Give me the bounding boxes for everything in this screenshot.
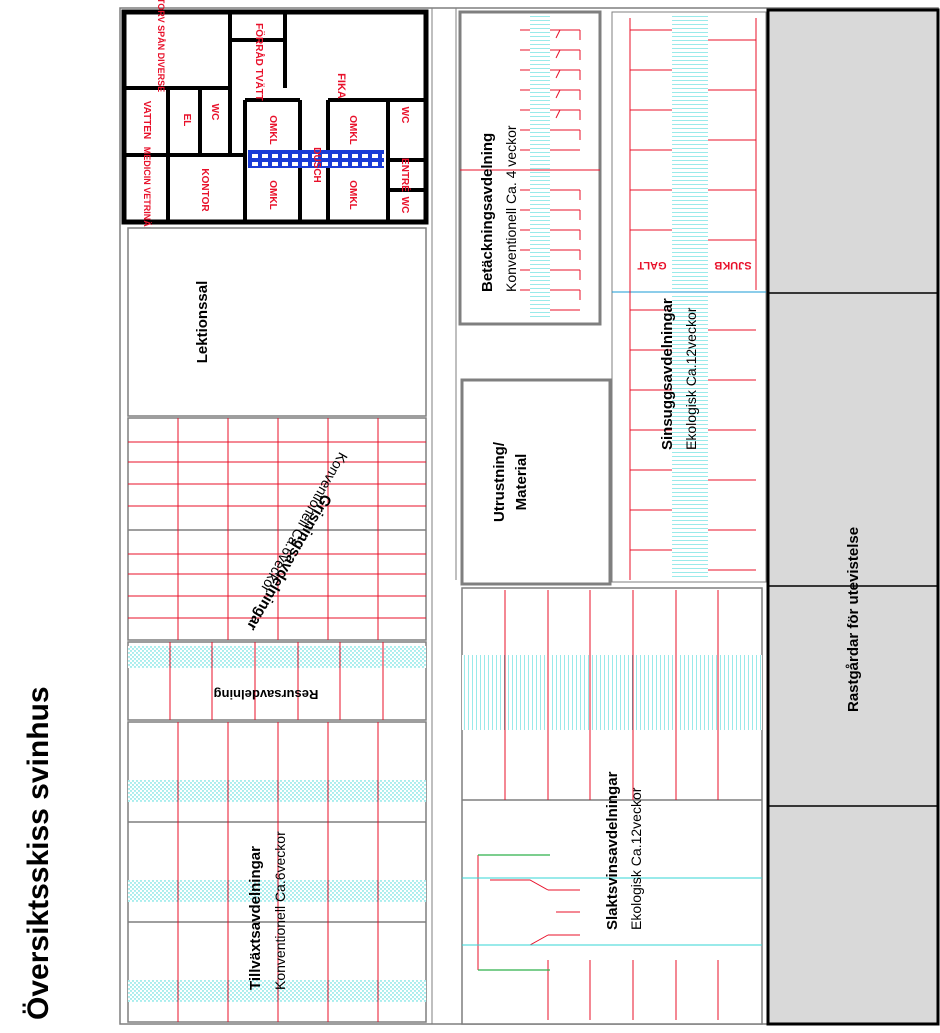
room-entre: ENTRÉ: [399, 158, 412, 192]
room-omkl-1: OMKL: [267, 115, 278, 144]
resurs-pens: [127, 641, 427, 721]
label-resurs: Resursavdelning: [214, 687, 319, 702]
label-tillvaxt-sub: Konventionell Ca.6veckor: [272, 831, 288, 990]
grisning-pens: [127, 417, 427, 641]
betackning-pens: [458, 10, 602, 326]
label-lektionssal: Lektionssal: [194, 281, 211, 364]
label-slakt-sub: Ekologisk Ca.12veckor: [628, 787, 644, 930]
room-wc-3: WC: [399, 197, 410, 214]
label-sinsugg-title: Sinsuggsavdelningar: [659, 298, 676, 450]
page-title: Översiktsskiss svinhus: [22, 686, 55, 1020]
room-kontor: KONTOR: [199, 168, 210, 212]
room-vatten: VATTEN: [141, 101, 152, 140]
label-sinsugg-sub: Ekologisk Ca.12veckor: [683, 307, 699, 450]
label-betackning-sub: Konventionell Ca. 4 veckor: [503, 125, 519, 292]
rastgard-yards: [766, 8, 940, 1026]
room-fika: FIKA: [335, 73, 347, 99]
room-el: EL: [181, 114, 192, 127]
staff-area: TORV SPÅN DIVERSE TORV SPÅN DIVERSE FÖRR…: [0, 0, 429, 234]
label-sjukb: SJUKB: [714, 259, 751, 271]
label-slakt-title: Slaktsvinsavdelningar: [604, 771, 621, 930]
slakt-pens: [461, 587, 763, 1025]
label-utrustning-2: Material: [513, 454, 530, 511]
room-omkl-3: OMKL: [267, 180, 278, 209]
room-omkl-2: OMKL: [347, 115, 358, 144]
washroom-grid: [248, 150, 384, 168]
room-torv: TORV SPÅN DIVERSE: [0, 0, 53, 3]
label-utrustning-1: Utrustning/: [491, 441, 508, 522]
label-tillvaxt-title: Tillväxtsavdelningar: [247, 846, 264, 990]
room-utrustning: [460, 378, 612, 586]
room-dusch: DUSCH: [311, 147, 322, 183]
room-wc-2: WC: [399, 107, 410, 124]
room-forrad: FÖRRÅD TVÄTT: [253, 23, 266, 101]
room-lektionssal: [127, 227, 427, 417]
room-omkl-4: OMKL: [347, 180, 358, 209]
sinsugg-pens: [611, 11, 767, 583]
label-betackning-title: Betäckningsavdelning: [479, 133, 496, 292]
label-galt: GALT: [637, 259, 666, 271]
tillvaxt-pens: [127, 721, 427, 1023]
room-wc-1: WC: [209, 104, 220, 121]
room-medicin: MEDICIN VETRINÄR: [142, 147, 152, 234]
label-rastgard: Rastgårdar för utevistelse: [845, 527, 862, 712]
room-torv-label: TORV SPÅN DIVERSE: [156, 0, 166, 92]
